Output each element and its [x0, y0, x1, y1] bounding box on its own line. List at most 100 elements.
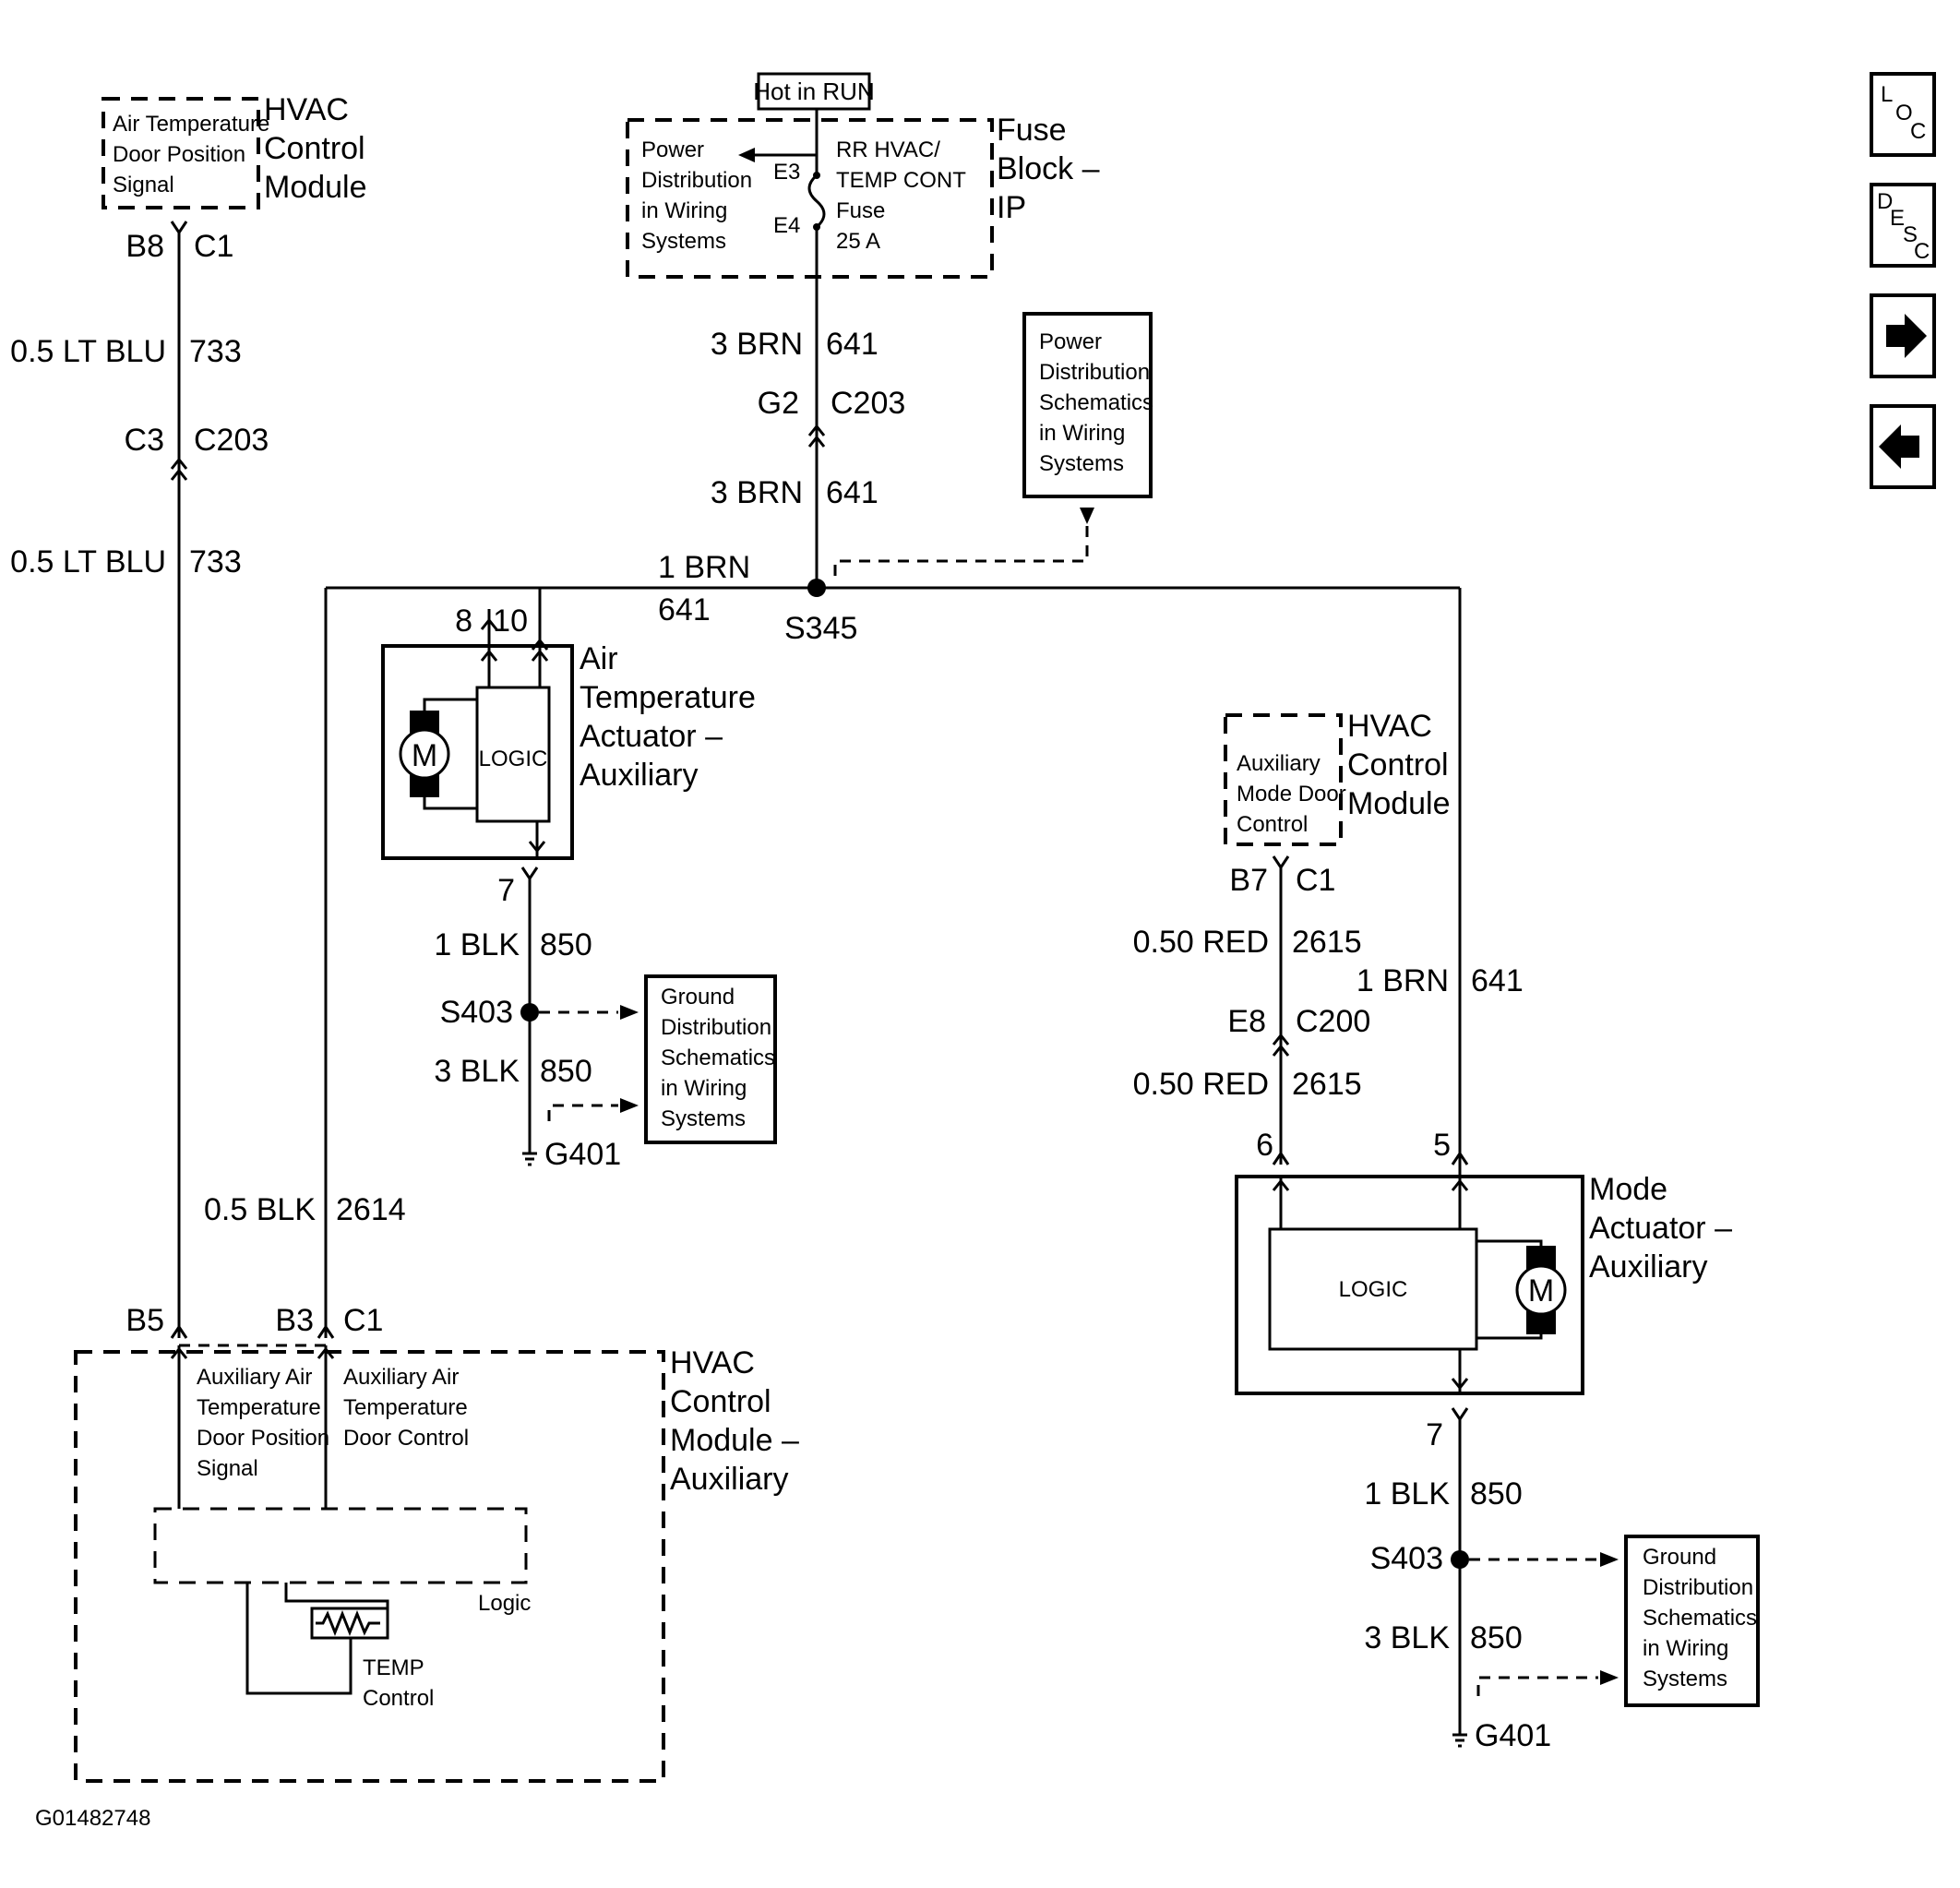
right-module-pin: B7 — [1229, 863, 1268, 898]
fuse-block-power-text: Power Distribution in Wiring Systems — [641, 137, 752, 254]
svg-text:Door Position: Door Position — [113, 142, 245, 167]
center-wire2-gauge: 3 BRN — [711, 475, 803, 510]
loc-button[interactable]: L O C — [1870, 72, 1936, 157]
svg-text:Distribution: Distribution — [1643, 1575, 1753, 1600]
svg-text:C: C — [1910, 119, 1926, 144]
left-ground-wire2-gauge: 3 BLK — [434, 1054, 520, 1089]
left-connector-id: C203 — [194, 423, 269, 458]
desc-button[interactable]: D E S C — [1870, 183, 1936, 268]
svg-text:Control: Control — [1237, 812, 1308, 837]
right-wire1-gauge: 0.50 RED — [1133, 925, 1269, 960]
left-ground-wire — [520, 866, 539, 1166]
svg-text:Mode: Mode — [1589, 1172, 1667, 1207]
right-connector-pin: E8 — [1227, 1004, 1266, 1039]
svg-text:Systems: Systems — [1643, 1667, 1727, 1691]
svg-text:in Wiring: in Wiring — [1643, 1636, 1728, 1661]
splice-s345-dot — [807, 579, 826, 597]
svg-text:Module: Module — [264, 170, 367, 205]
svg-text:Actuator –: Actuator – — [1589, 1211, 1732, 1246]
svg-text:TEMP CONT: TEMP CONT — [836, 168, 966, 193]
bus-gauge: 1 BRN — [658, 550, 750, 585]
svg-text:Hot in RUN: Hot in RUN — [753, 78, 874, 105]
top-left-module-name: HVAC Control Module — [264, 92, 367, 205]
svg-text:Temperature: Temperature — [343, 1395, 468, 1420]
svg-text:RR HVAC/: RR HVAC/ — [836, 137, 940, 162]
svg-text:Power: Power — [1039, 329, 1102, 354]
center-wire1-circuit: 641 — [826, 327, 878, 362]
mode-actuator-pin-6: 6 — [1256, 1128, 1273, 1163]
svg-text:Distribution: Distribution — [641, 168, 752, 193]
svg-text:Fuse: Fuse — [836, 198, 885, 223]
figure-id: G01482748 — [35, 1806, 150, 1831]
aux-wire-gauge: 0.5 BLK — [204, 1192, 316, 1227]
top-left-module-conn: C1 — [194, 229, 233, 264]
svg-text:IP: IP — [997, 190, 1026, 225]
aux-module-conn: C1 — [343, 1303, 383, 1338]
svg-text:Schematics: Schematics — [1643, 1606, 1757, 1631]
right-module-name: HVAC Control Module — [1347, 709, 1451, 821]
right-arrow-icon — [1886, 314, 1927, 358]
mode-actuator-name: Mode Actuator – Auxiliary — [1589, 1172, 1732, 1285]
center-feed-wire — [807, 277, 826, 583]
mode-actuator-box — [1235, 1175, 1584, 1395]
svg-text:Ground: Ground — [661, 985, 735, 1010]
svg-text:in Wiring: in Wiring — [1039, 421, 1125, 446]
temp-control-label-1: TEMP — [363, 1655, 424, 1680]
svg-text:Ground: Ground — [1643, 1545, 1716, 1570]
left-splice-s403: S403 — [440, 995, 513, 1030]
aux-module-box — [74, 1350, 665, 1783]
mode-actuator-pin5-arrow — [1451, 1151, 1469, 1165]
previous-arrow-button[interactable] — [1870, 404, 1936, 489]
svg-text:S: S — [1903, 222, 1918, 247]
air-actuator-internals — [399, 646, 551, 858]
right-wire2-gauge: 0.50 RED — [1133, 1067, 1269, 1102]
svg-text:HVAC: HVAC — [264, 92, 349, 127]
right-module-text: Auxiliary Mode Door Control — [1237, 751, 1346, 837]
left-wire1-circuit: 733 — [189, 334, 242, 369]
right-ground-wire2-gauge: 3 BLK — [1364, 1620, 1450, 1655]
svg-text:Mode Door: Mode Door — [1237, 782, 1346, 807]
left-arrow-icon — [1879, 424, 1919, 469]
svg-text:C: C — [1914, 239, 1930, 264]
left-wire1-gauge: 0.5 LT BLU — [10, 334, 166, 369]
svg-text:Door Position: Door Position — [197, 1426, 329, 1451]
next-arrow-button[interactable] — [1870, 293, 1936, 378]
temp-control-resistor — [245, 1583, 389, 1695]
svg-text:L: L — [1881, 82, 1893, 107]
air-actuator-pin-8: 8 — [455, 603, 472, 639]
air-actuator-motor-label: M — [412, 738, 437, 773]
svg-text:Systems: Systems — [661, 1106, 746, 1131]
svg-text:Actuator –: Actuator – — [580, 719, 723, 754]
svg-text:Schematics: Schematics — [661, 1046, 775, 1070]
right-ground-wire — [1451, 1407, 1469, 1748]
power-distribution-reference: Power Distribution Schematics in Wiring … — [1022, 312, 1153, 498]
right-brn-circuit: 641 — [1471, 963, 1524, 998]
right-ground-g401: G401 — [1475, 1718, 1551, 1753]
svg-text:Signal: Signal — [197, 1456, 258, 1481]
svg-text:Auxiliary: Auxiliary — [1589, 1249, 1707, 1285]
svg-text:Air Temperature: Air Temperature — [113, 112, 269, 137]
svg-text:Door Control: Door Control — [343, 1426, 469, 1451]
left-ground-wire1-circuit: 850 — [540, 927, 592, 962]
svg-text:Fuse: Fuse — [997, 113, 1067, 148]
mode-actuator-logic-label: LOGIC — [1339, 1277, 1408, 1302]
splice-s345-label: S345 — [784, 611, 857, 646]
left-ground-reference-arrows — [539, 1005, 639, 1121]
center-wire2-circuit: 641 — [826, 475, 878, 510]
aux-module-control-text: Auxiliary Air Temperature Door Control — [343, 1365, 469, 1451]
center-connector-pin: G2 — [758, 386, 799, 421]
svg-text:Control: Control — [1347, 747, 1449, 783]
left-lt-blu-wire — [170, 221, 188, 1339]
temp-control-label-2: Control — [363, 1686, 434, 1711]
right-wire2-circuit: 2615 — [1292, 1067, 1362, 1102]
aux-wire-circuit: 2614 — [336, 1192, 406, 1227]
bus-circuit: 641 — [658, 592, 711, 627]
fuse-pin-e3: E3 — [773, 160, 800, 185]
left-ground-g401: G401 — [544, 1137, 621, 1172]
svg-text:Auxiliary Air: Auxiliary Air — [343, 1365, 459, 1390]
aux-module-logic-label: Logic — [478, 1591, 531, 1616]
left-wire2-gauge: 0.5 LT BLU — [10, 544, 166, 580]
air-actuator-logic-label: LOGIC — [479, 747, 548, 771]
svg-text:in Wiring: in Wiring — [641, 198, 727, 223]
fuse-block-name: Fuse Block – IP — [997, 113, 1100, 225]
